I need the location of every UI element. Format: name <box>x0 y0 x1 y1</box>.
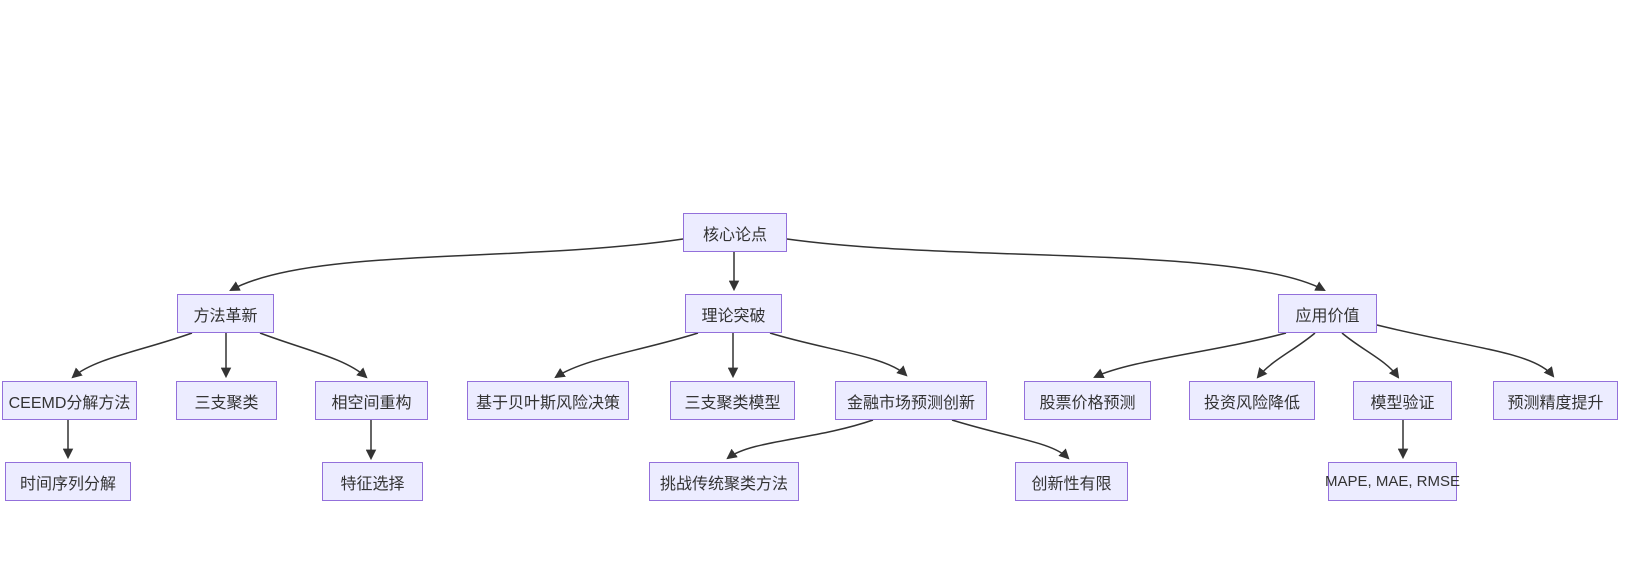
node-phase-space-reconstruction: 相空间重构 <box>315 381 428 420</box>
edge-finance-to-limited <box>951 419 1070 460</box>
node-core-thesis: 核心论点 <box>683 213 787 252</box>
node-financial-market-forecast-innovation-label: 金融市场预测创新 <box>846 394 975 412</box>
node-challenge-traditional-clustering: 挑战传统聚类方法 <box>649 462 799 501</box>
edge-method-to-phase <box>259 332 368 379</box>
node-financial-market-forecast-innovation: 金融市场预测创新 <box>835 381 987 420</box>
node-model-validation: 模型验证 <box>1353 381 1452 420</box>
node-forecast-accuracy-improvement-label: 预测精度提升 <box>1507 394 1604 412</box>
node-three-way-clustering-model: 三支聚类模型 <box>670 381 795 420</box>
node-time-series-decomposition-label: 时间序列分解 <box>19 475 116 493</box>
edge-value-to-invest <box>1256 332 1316 379</box>
node-forecast-accuracy-improvement: 预测精度提升 <box>1493 381 1618 420</box>
node-three-way-clustering: 三支聚类 <box>176 381 277 420</box>
node-challenge-traditional-clustering-label: 挑战传统聚类方法 <box>659 475 788 493</box>
edge-core-to-method <box>229 238 684 292</box>
node-core-thesis-label: 核心论点 <box>702 226 767 244</box>
edge-theory-to-bayes <box>554 332 699 379</box>
node-investment-risk-reduction-label: 投资风险降低 <box>1203 394 1300 412</box>
node-stock-price-prediction: 股票价格预测 <box>1024 381 1151 420</box>
node-method-innovation: 方法革新 <box>177 294 274 333</box>
node-application-value-label: 应用价值 <box>1295 307 1360 325</box>
edge-theory-to-finance <box>769 332 908 377</box>
node-feature-selection-label: 特征选择 <box>340 475 405 493</box>
node-theory-breakthrough: 理论突破 <box>685 294 782 333</box>
node-application-value: 应用价值 <box>1278 294 1377 333</box>
edge-value-to-modelval <box>1341 332 1400 379</box>
node-error-metrics: MAPE, MAE, RMSE <box>1325 462 1460 501</box>
node-three-way-clustering-model-label: 三支聚类模型 <box>684 394 781 412</box>
node-ceemd-decomposition-label: CEEMD分解方法 <box>8 394 131 412</box>
node-theory-breakthrough-label: 理论突破 <box>701 307 766 325</box>
edge-value-to-stock <box>1093 332 1287 379</box>
node-ceemd-decomposition: CEEMD分解方法 <box>2 381 137 420</box>
node-bayesian-risk-decision: 基于贝叶斯风险决策 <box>467 381 629 420</box>
edge-finance-to-challenge <box>726 419 874 460</box>
node-feature-selection: 特征选择 <box>322 462 423 501</box>
node-investment-risk-reduction: 投资风险降低 <box>1189 381 1315 420</box>
node-method-innovation-label: 方法革新 <box>193 307 258 325</box>
node-three-way-clustering-label: 三支聚类 <box>194 394 259 412</box>
node-error-metrics-label: MAPE, MAE, RMSE <box>1324 473 1461 490</box>
node-stock-price-prediction-label: 股票价格预测 <box>1039 394 1136 412</box>
node-time-series-decomposition: 时间序列分解 <box>5 462 131 501</box>
edge-core-to-value <box>786 238 1326 291</box>
node-phase-space-reconstruction-label: 相空间重构 <box>331 394 412 412</box>
node-model-validation-label: 模型验证 <box>1370 394 1435 412</box>
edge-value-to-accuracy <box>1376 324 1555 378</box>
node-limited-novelty-label: 创新性有限 <box>1031 475 1112 493</box>
edge-method-to-ceemd <box>71 332 193 379</box>
node-limited-novelty: 创新性有限 <box>1015 462 1128 501</box>
node-bayesian-risk-decision-label: 基于贝叶斯风险决策 <box>475 394 620 412</box>
